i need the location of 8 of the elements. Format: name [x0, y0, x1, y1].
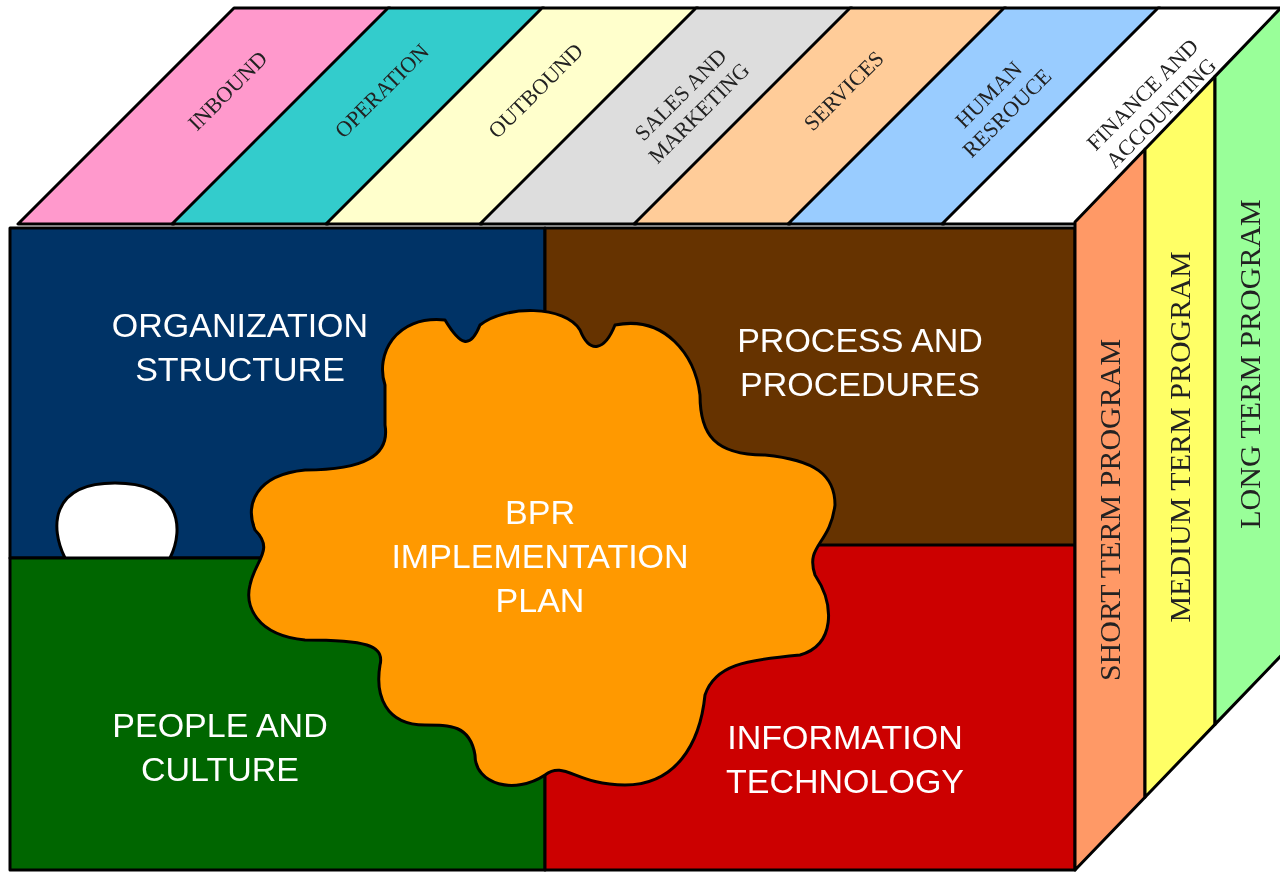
piece-label: PEOPLE AND CULTURE [111, 705, 329, 791]
bar-label: SHORT TERM PROGRAM [1093, 338, 1127, 681]
piece-label: PROCESS AND PROCEDURES [736, 320, 984, 406]
piece-label: INFORMATION TECHNOLOGY [724, 717, 965, 803]
piece-label: ORGANIZATION STRUCTURE [110, 305, 370, 391]
bar-label: LONG TERM PROGRAM [1233, 199, 1267, 529]
bar-label: MEDIUM TERM PROGRAM [1163, 251, 1197, 623]
piece-label: BPR IMPLEMENTATION PLAN [390, 492, 690, 622]
